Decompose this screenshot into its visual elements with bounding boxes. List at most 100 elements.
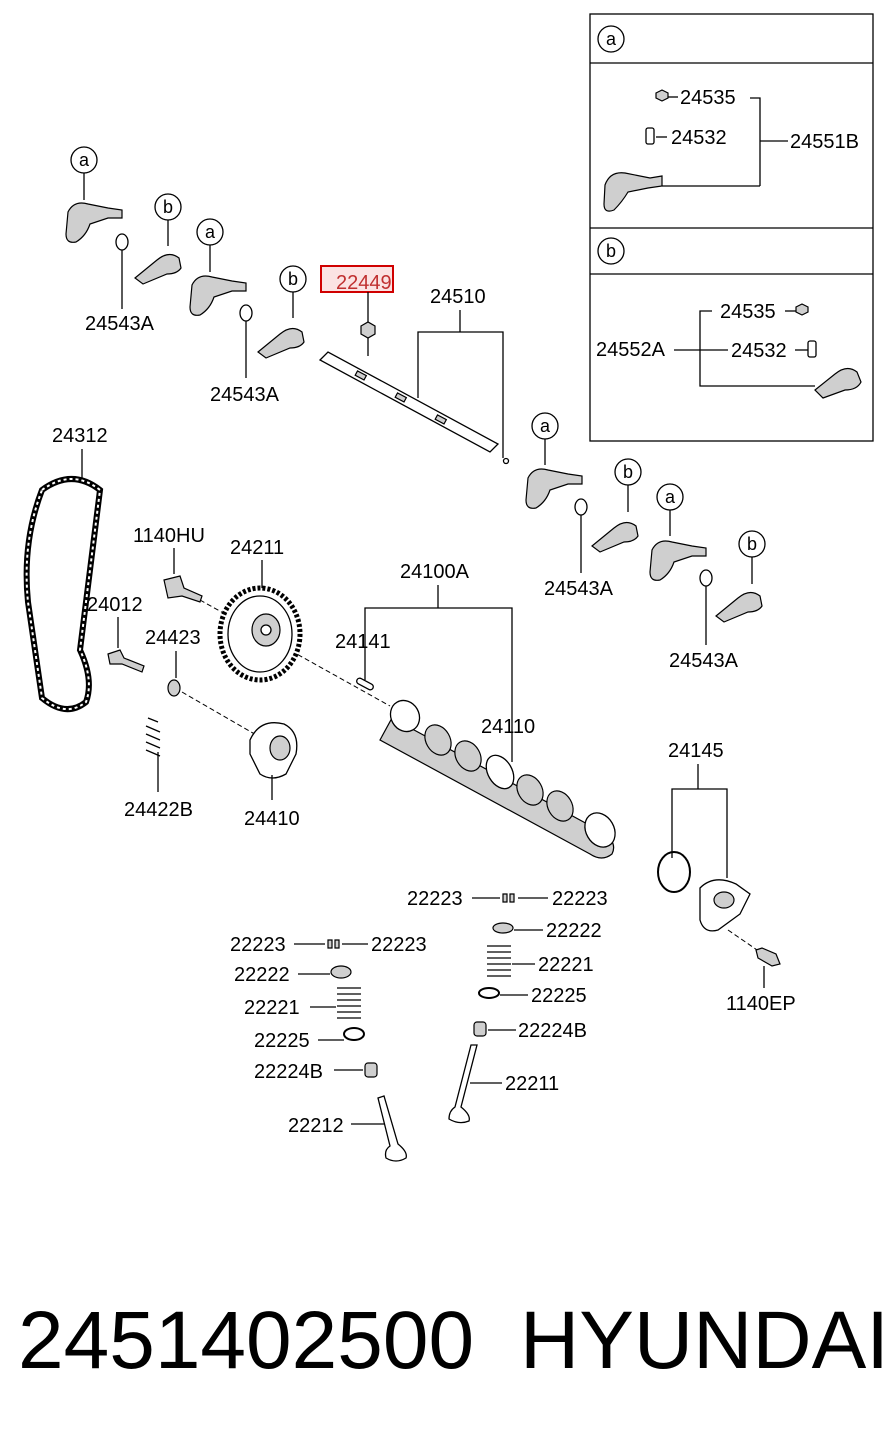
label-24543a-4: 24543A xyxy=(669,650,739,672)
label-24110: 24110 xyxy=(481,716,535,738)
spring-seat-icon xyxy=(343,1027,365,1041)
rocker-shaft-icon xyxy=(318,351,500,453)
marker-a-4: a xyxy=(665,487,676,507)
label-24423: 24423 xyxy=(145,627,201,649)
label-24535-b: 24535 xyxy=(720,301,776,323)
camshaft-group: 24100A 24141 24110 xyxy=(335,561,616,859)
marker-a-3: a xyxy=(540,416,551,436)
label-24100a: 24100A xyxy=(400,561,470,583)
highlighted-part-22449[interactable]: 22449 xyxy=(320,265,394,356)
label-24532-a: 24532 xyxy=(671,127,727,149)
valve-seal-icon xyxy=(364,1062,378,1078)
rocker-arm-icon xyxy=(649,540,707,581)
adjust-screw-icon xyxy=(807,340,817,358)
label-1140ep: 1140EP xyxy=(726,993,796,1015)
washer-icon xyxy=(239,304,253,322)
label-22225-r: 22225 xyxy=(531,985,587,1007)
dowel-pin-icon xyxy=(356,677,374,691)
marker-a-2: a xyxy=(205,222,216,242)
bolt-icon xyxy=(107,649,145,673)
label-24211: 24211 xyxy=(230,537,284,559)
tension-spring-icon xyxy=(145,717,161,757)
label-22449[interactable]: 22449 xyxy=(336,272,392,294)
label-24012: 24012 xyxy=(87,594,143,616)
marker-b-4: b xyxy=(747,534,757,554)
timing-belt: 24312 xyxy=(23,425,108,712)
valve-stack-right: 22223 22223 22222 22221 22225 22224B 222… xyxy=(407,888,608,1124)
label-24543a-2: 24543A xyxy=(210,384,280,406)
brand-name: HYUNDAI xyxy=(520,1295,886,1386)
label-22221-r: 22221 xyxy=(538,954,594,976)
label-24312: 24312 xyxy=(52,425,108,447)
label-22223-l1: 22223 xyxy=(230,934,286,956)
rocker-arm-icon xyxy=(814,367,862,399)
valve-spring-icon xyxy=(487,945,511,977)
part-number: 2451402500 xyxy=(18,1295,474,1386)
rocker-arm-icon xyxy=(65,202,123,243)
marker-b-1: b xyxy=(163,197,173,217)
sprocket-group: 1140HU 24211 xyxy=(133,525,391,707)
label-24145: 24145 xyxy=(668,740,724,762)
bolt-icon xyxy=(360,321,376,339)
intake-valve-icon xyxy=(448,1044,478,1124)
valve-keeper-icon xyxy=(502,893,515,903)
rocker-arm-icon xyxy=(603,172,663,212)
rocker-arm-icon xyxy=(257,327,305,359)
valve-spring-icon xyxy=(337,987,361,1019)
rocker-arm-icon xyxy=(525,468,583,509)
valve-keeper-icon xyxy=(327,939,340,949)
exhaust-valve-icon xyxy=(377,1095,407,1162)
label-22221-l: 22221 xyxy=(244,997,300,1019)
detail-b: b 24535 24552A 24532 xyxy=(596,237,862,399)
detail-a-marker-circle xyxy=(597,25,625,53)
highlight-box[interactable] xyxy=(320,265,394,293)
label-22225-l: 22225 xyxy=(254,1030,310,1052)
label-24422b: 24422B xyxy=(124,799,193,821)
detail-box xyxy=(589,13,874,442)
washer-icon xyxy=(167,679,181,697)
label-24551b: 24551B xyxy=(790,131,859,153)
adjust-nut-icon xyxy=(655,89,669,102)
housing-group: 24145 1140EP xyxy=(657,740,796,1015)
label-22222-r: 22222 xyxy=(546,920,602,942)
label-24532-b: 24532 xyxy=(731,340,787,362)
marker-b-2: b xyxy=(288,269,298,289)
spring-retainer-icon xyxy=(330,965,352,979)
label-24410: 24410 xyxy=(244,808,300,830)
rocker-arm-icon xyxy=(591,521,639,553)
rocker-arms-upper: a 24543A b a 24543A b xyxy=(65,146,307,406)
label-22223-l2: 22223 xyxy=(371,934,427,956)
label-22223-r1: 22223 xyxy=(407,888,463,910)
detail-b-marker: b xyxy=(606,241,616,261)
o-ring-icon xyxy=(657,851,691,893)
valve-stack-left: 22223 22223 22222 22221 22225 22224B 222… xyxy=(230,934,427,1162)
washer-icon xyxy=(699,569,713,587)
detail-a-marker: a xyxy=(606,29,617,49)
tensioner-group: 24012 24423 24410 24422B xyxy=(87,594,300,830)
washer-icon xyxy=(115,233,129,251)
detail-a: a 24535 24532 24551B xyxy=(597,25,859,212)
label-22224b-r: 22224B xyxy=(518,1020,587,1042)
label-22211: 22211 xyxy=(505,1073,559,1095)
adjust-nut-icon xyxy=(795,303,809,316)
spring-retainer-icon xyxy=(492,922,514,934)
label-22223-r2: 22223 xyxy=(552,888,608,910)
rocker-arm-icon xyxy=(189,275,247,316)
rocker-arm-icon xyxy=(715,591,763,623)
label-24552a: 24552A xyxy=(596,339,666,361)
marker-b-3: b xyxy=(623,462,633,482)
rocker-arm-icon xyxy=(134,253,182,285)
spring-seat-icon xyxy=(478,987,500,999)
rocker-shaft: 24510 xyxy=(318,286,510,465)
marker-a-1: a xyxy=(79,150,90,170)
bolt-icon xyxy=(163,575,203,603)
label-22222-l: 22222 xyxy=(234,964,290,986)
label-1140hu: 1140HU xyxy=(133,525,205,547)
label-24510: 24510 xyxy=(430,286,486,308)
label-24535-a: 24535 xyxy=(680,87,736,109)
camshaft-icon xyxy=(379,717,615,859)
label-22212: 22212 xyxy=(288,1115,344,1137)
rocker-arms-lower: a 24543A b a 24543A b xyxy=(525,412,766,672)
label-22224b-l: 22224B xyxy=(254,1061,323,1083)
